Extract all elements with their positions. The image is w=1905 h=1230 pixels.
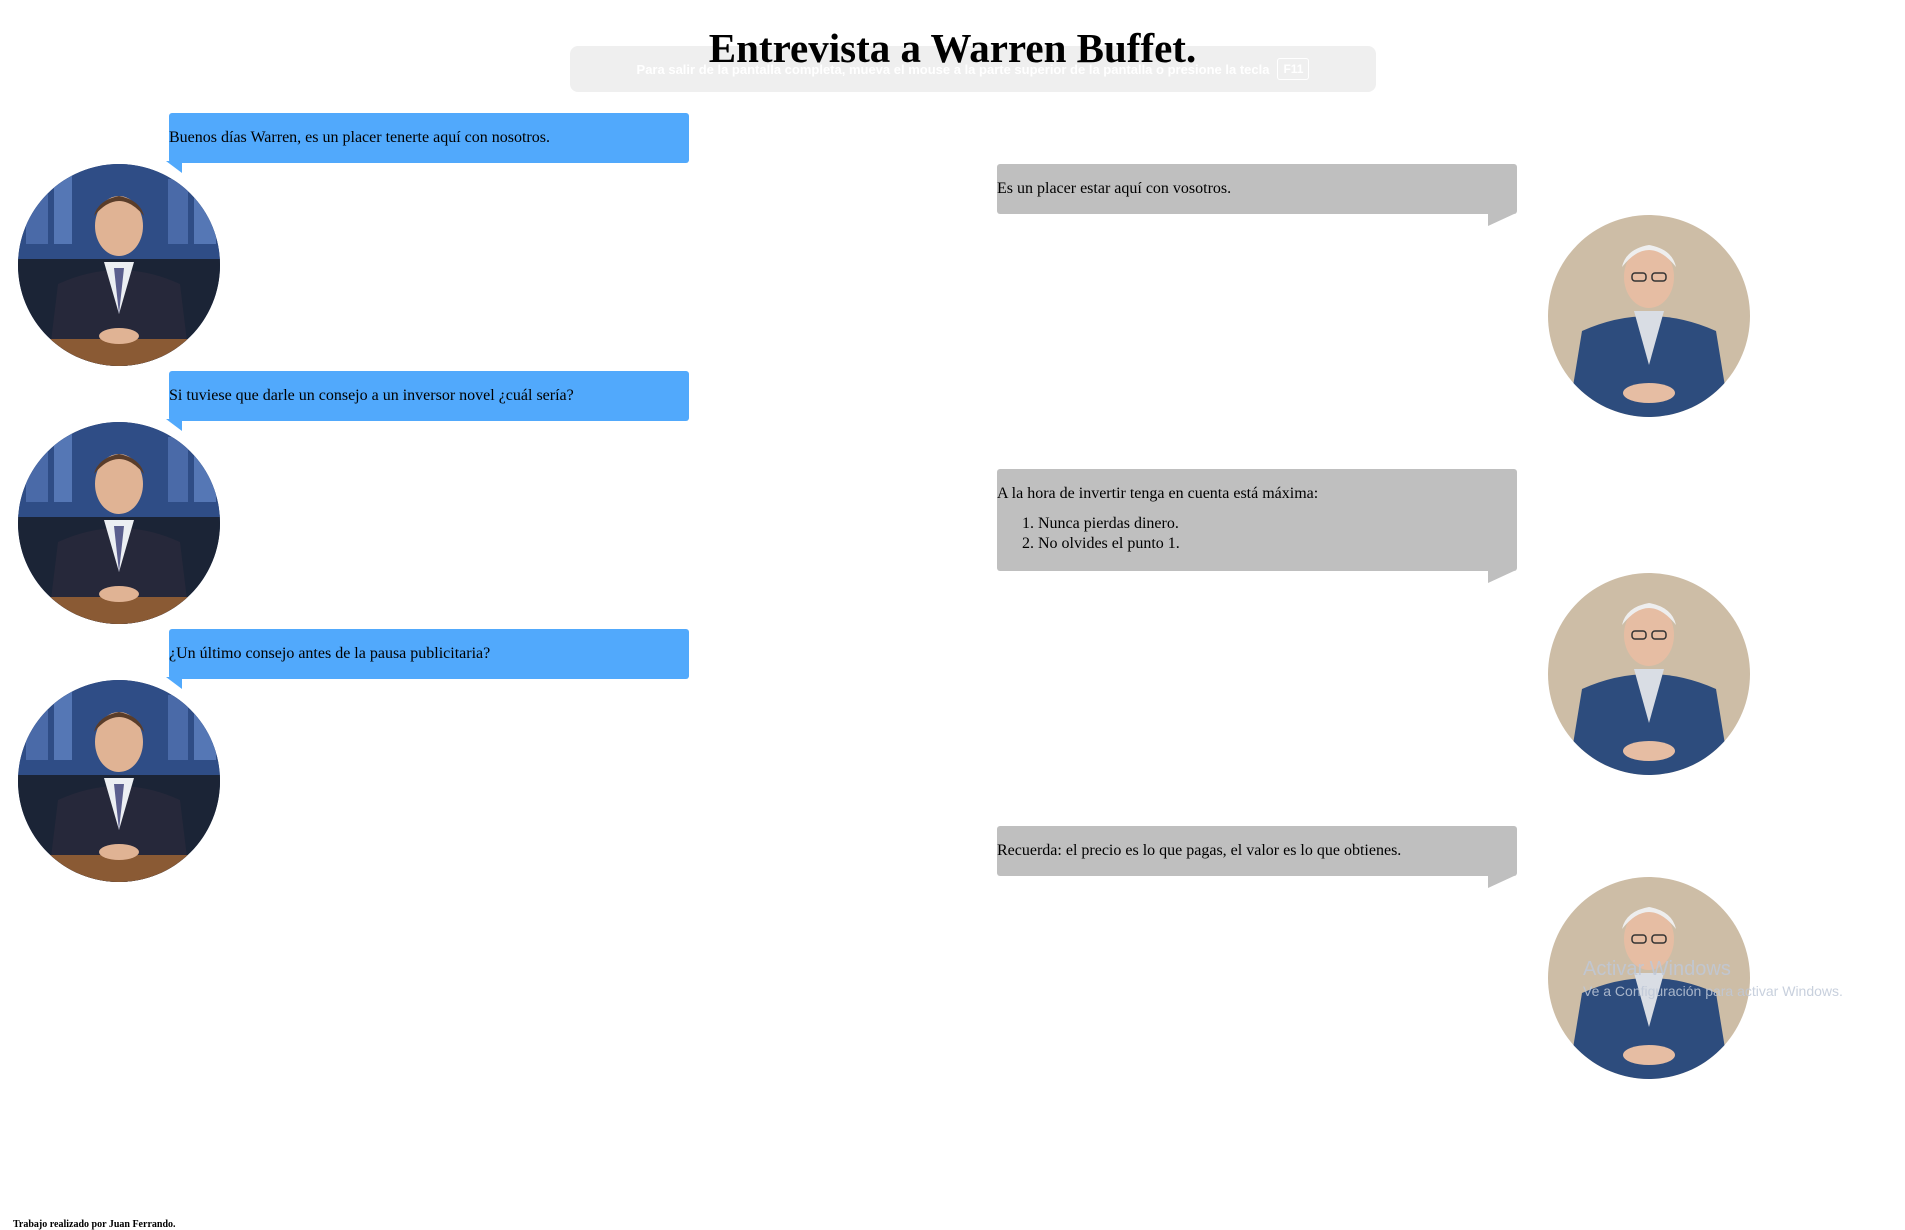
- host-message-bubble: Buenos días Warren, es un placer tenerte…: [166, 113, 689, 173]
- host-message-bubble: Si tuviese que darle un consejo a un inv…: [166, 371, 689, 431]
- watermark-title: Activar Windows: [1583, 958, 1731, 980]
- message-text: Recuerda: el precio es lo que pagas, el …: [997, 842, 1402, 859]
- fullscreen-notice-text: Para salir de la pantalla completa, muev…: [636, 61, 1270, 77]
- list-item: Nunca pierdas dinero.: [1038, 514, 1517, 534]
- message-text: A la hora de invertir tenga en cuenta es…: [997, 485, 1319, 502]
- warren-avatar: [1548, 573, 1750, 775]
- footer-credit: Trabajo realizado por Juan Ferrando.: [13, 1219, 176, 1230]
- host-avatar: [18, 422, 220, 624]
- host-message-bubble: ¿Un último consejo antes de la pausa pub…: [166, 629, 689, 689]
- watermark-subtitle: Ve a Configuración para activar Windows.: [1583, 983, 1843, 999]
- host-avatar: [18, 680, 220, 882]
- windows-activation-watermark: Activar Windows Ve a Configuración para …: [1583, 958, 1843, 999]
- message-text: ¿Un último consejo antes de la pausa pub…: [169, 645, 491, 662]
- message-text: Es un placer estar aquí con vosotros.: [997, 180, 1232, 197]
- fullscreen-exit-notice: Para salir de la pantalla completa, muev…: [570, 46, 1376, 92]
- message-text: Si tuviese que darle un consejo a un inv…: [169, 387, 574, 404]
- guest-message-bubble: Es un placer estar aquí con vosotros.: [997, 164, 1517, 226]
- f11-key-badge: F11: [1277, 58, 1310, 80]
- warren-avatar: [1548, 215, 1750, 417]
- host-avatar: [18, 164, 220, 366]
- guest-message-bubble: Recuerda: el precio es lo que pagas, el …: [997, 826, 1517, 888]
- maxims-list: Nunca pierdas dinero. No olvides el punt…: [997, 514, 1517, 554]
- list-item: No olvides el punto 1.: [1038, 534, 1517, 554]
- guest-message-bubble: A la hora de invertir tenga en cuenta es…: [997, 469, 1517, 583]
- message-text: Buenos días Warren, es un placer tenerte…: [169, 129, 550, 146]
- page-title: Entrevista a Warren Buffet.: [708, 25, 1197, 71]
